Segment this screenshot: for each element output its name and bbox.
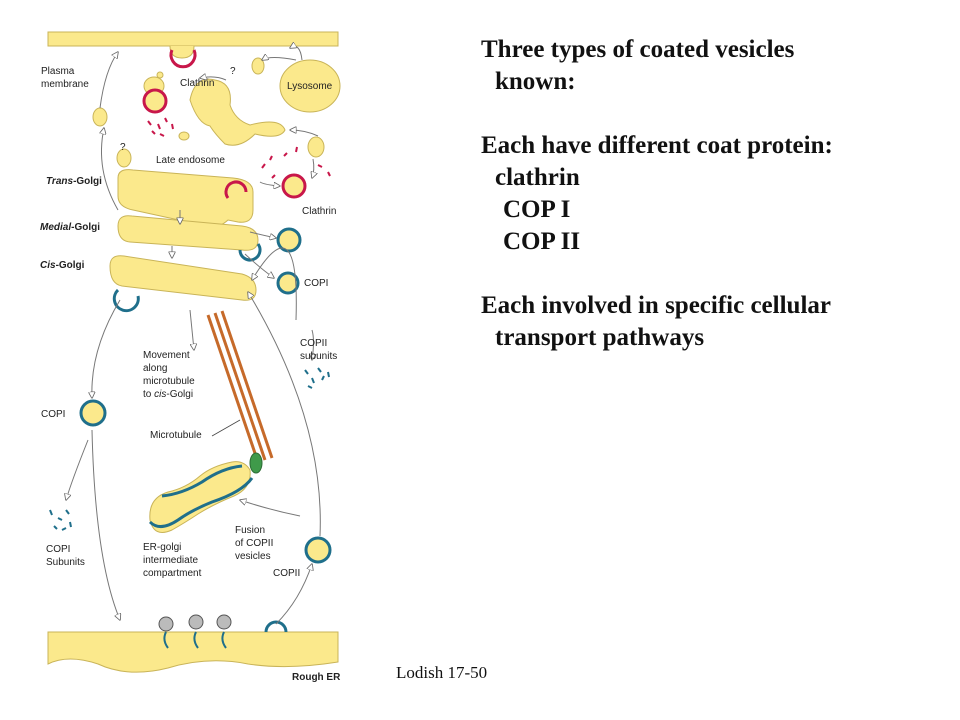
copii-subunits-right <box>304 367 330 389</box>
label-clathrin-right: Clathrin <box>302 206 336 217</box>
label-copii-bottom: COPII <box>273 568 300 579</box>
clathrin-vesicle-right <box>281 173 307 199</box>
label-movement-4: to cis-Golgi <box>143 389 193 400</box>
text-line-5: COP I <box>503 196 571 223</box>
label-copii-subunits-1: COPII <box>300 338 327 349</box>
label-plasma-membrane-1: Plasma <box>41 66 75 77</box>
text-line-6: COP II <box>503 228 581 255</box>
label-copi-right: COPI <box>304 278 328 289</box>
text-line-1: Three types of coated vesicles <box>481 36 795 63</box>
clathrin-subunits-top <box>147 117 174 137</box>
spacer <box>481 258 951 290</box>
microtubule <box>206 310 274 463</box>
label-question-1: ? <box>230 66 236 77</box>
clathrin-vesicle-top <box>142 88 168 114</box>
label-fusion-3: vesicles <box>235 551 271 562</box>
label-question-2: ? <box>120 142 126 153</box>
copi-vesicle-right-2 <box>276 271 300 295</box>
lysosome <box>279 59 341 113</box>
clathrin-subunits-right <box>261 146 331 179</box>
figure-caption: Lodish 17-50 <box>396 663 488 682</box>
label-microtubule: Microtubule <box>150 430 202 441</box>
label-cis-golgi: Cis-Golgi <box>40 260 85 271</box>
label-medial-golgi: Medial-Golgi <box>40 222 100 233</box>
label-ergic-1: ER-golgi <box>143 542 181 553</box>
copi-subunits-left <box>49 509 72 531</box>
rough-er <box>47 614 339 673</box>
plasma-membrane <box>47 31 339 69</box>
label-plasma-membrane-2: membrane <box>41 79 89 90</box>
label-ergic-3: compartment <box>143 568 202 579</box>
text-line-4: clathrin <box>495 164 580 191</box>
label-rough-er: Rough ER <box>292 672 341 683</box>
label-trans-golgi: Trans-Golgi <box>46 176 102 187</box>
copi-vesicle-left <box>79 399 107 427</box>
label-copii-subunits-2: subunits <box>300 351 337 362</box>
label-movement-1: Movement <box>143 350 190 361</box>
copii-vesicle-bottom <box>304 536 332 564</box>
label-fusion-1: Fusion <box>235 525 265 536</box>
label-copi-subunits-1: COPI <box>46 544 70 555</box>
copi-vesicle-right-1 <box>276 227 302 253</box>
text-line-2: known: <box>495 68 576 95</box>
label-ergic-2: intermediate <box>143 555 198 566</box>
text-line-7: Each involved in specific cellular <box>481 292 831 319</box>
medial-golgi <box>117 215 262 262</box>
spacer <box>481 98 951 130</box>
transport-arrows <box>66 47 321 625</box>
label-clathrin-top: Clathrin <box>180 78 214 89</box>
text-line-3: Each have different coat protein: <box>481 132 833 159</box>
label-copi-left: COPI <box>41 409 65 420</box>
text-line-8: transport pathways <box>495 324 705 351</box>
slide-text: Three types of coated vesicles known: Ea… <box>481 34 951 354</box>
cis-golgi <box>109 255 257 313</box>
ergic-compartment <box>148 452 263 533</box>
microtubule-leader-line <box>211 419 241 437</box>
label-lysosome: Lysosome <box>287 81 333 92</box>
label-late-endosome: Late endosome <box>156 155 225 166</box>
label-movement-2: along <box>143 363 167 374</box>
trans-golgi <box>117 169 254 228</box>
label-copi-subunits-2: Subunits <box>46 557 85 568</box>
label-fusion-2: of COPII <box>235 538 273 549</box>
label-movement-3: microtubule <box>143 376 195 387</box>
figure-labels: Plasma membrane Clathrin ? ? Lysosome La… <box>40 66 341 683</box>
